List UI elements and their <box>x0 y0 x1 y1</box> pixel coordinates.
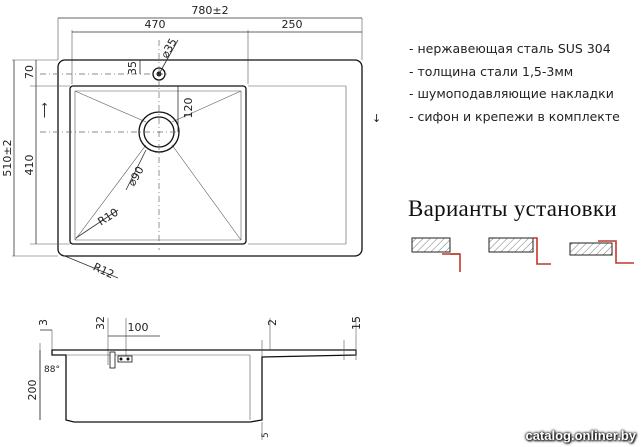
feature-item: - нержавеющая сталь SUS 304 <box>409 41 611 56</box>
svg-text:⟶: ⟶ <box>38 102 51 118</box>
dim-side-slope: 2 <box>266 319 279 326</box>
dim-total-depth: 510±2 <box>1 139 14 176</box>
watermark: catalog.onliner.by <box>525 428 636 443</box>
dim-outer-radius: R12 <box>91 260 116 281</box>
dim-bowl-width: 470 <box>145 18 166 31</box>
svg-text:↓: ↓ <box>372 112 381 125</box>
variant-undermount-icon <box>411 237 461 272</box>
sink-outline <box>57 59 363 257</box>
dim-bowl-depth: 410 <box>23 155 36 176</box>
feature-list: - нержавеющая сталь SUS 304 - толщина ст… <box>409 38 620 128</box>
dim-edge-offset: 70 <box>23 65 36 79</box>
dim-drain-offset: 120 <box>182 98 195 119</box>
variant-flush-icon <box>488 237 551 265</box>
dim-side-tap-spacing: 100 <box>128 321 149 334</box>
dim-side-base: 5 <box>261 432 271 438</box>
installation-variants-title: Варианты установки <box>408 196 617 221</box>
dim-drainboard-width: 250 <box>282 18 303 31</box>
side-profile <box>51 349 357 423</box>
feature-item: - толщина стали 1,5-3мм <box>409 63 574 79</box>
dim-side-rim: 3 <box>37 319 50 326</box>
dim-inner-radius: R10 <box>95 206 120 229</box>
dim-total-width: 780±2 <box>191 4 228 17</box>
dim-side-depth: 200 <box>26 380 39 401</box>
dim-side-angle: 88° <box>44 365 60 375</box>
dim-tap-offset: 35 <box>126 61 139 75</box>
dim-drain-diameter: ⌀90 <box>125 164 147 188</box>
feature-item: - сифон и крепежи в комплекте <box>409 108 620 124</box>
dim-tap-diameter: ⌀35 <box>158 36 180 60</box>
dim-side-tap-offset: 32 <box>94 316 107 330</box>
variant-overmount-icon <box>569 240 634 264</box>
dim-side-flange: 15 <box>350 316 363 330</box>
bowl-outline <box>69 85 247 245</box>
feature-item: - шумоподавляющие накладки <box>409 86 614 101</box>
